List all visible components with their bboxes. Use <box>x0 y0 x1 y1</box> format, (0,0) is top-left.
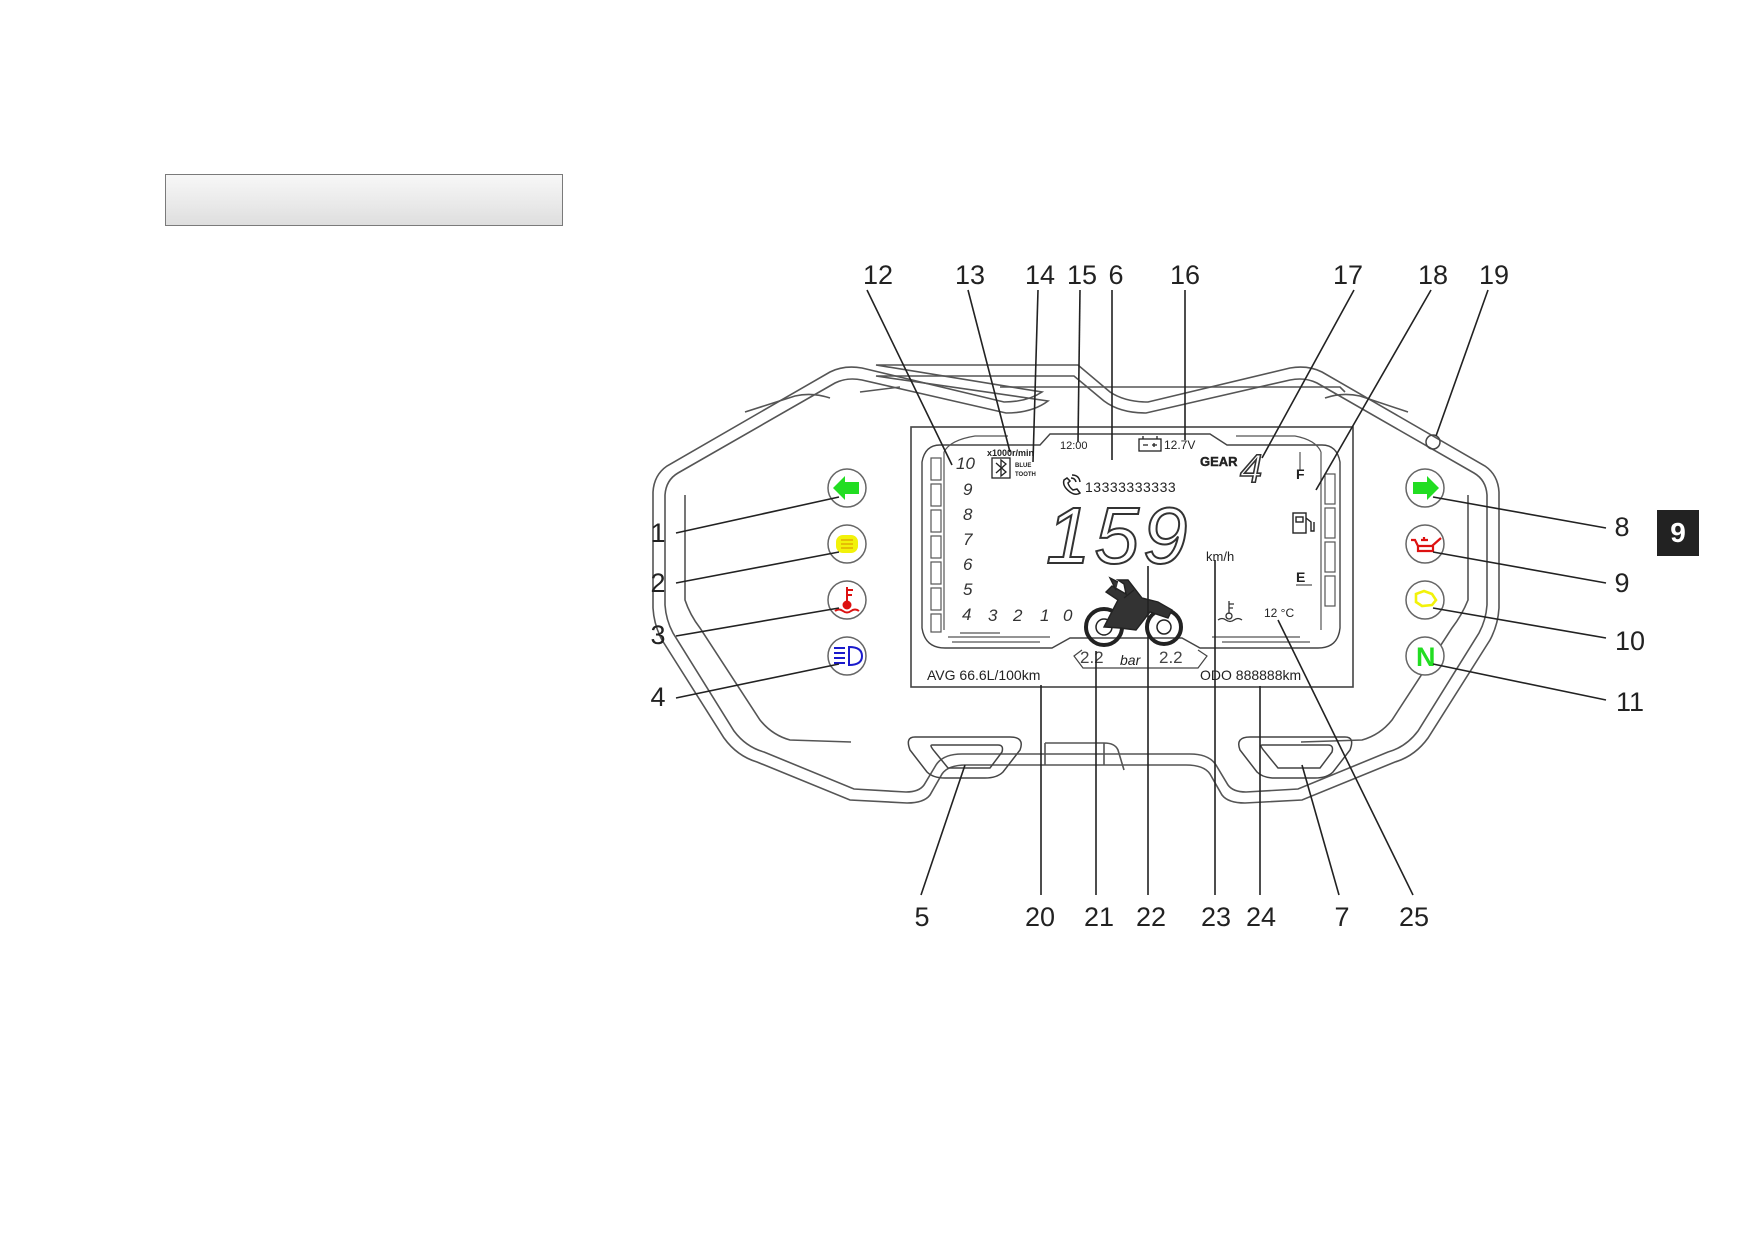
arrow-right-icon <box>1413 476 1439 500</box>
left-turn-indicator <box>827 468 867 508</box>
callout-5: 5 <box>914 902 929 932</box>
right-turn-indicator <box>1405 468 1445 508</box>
bluetooth-label-1: BLUE <box>1015 463 1031 469</box>
rpm-scale-2: 2 <box>1012 606 1023 625</box>
coolant-temp-warning-indicator <box>827 580 867 620</box>
tire-pressure-front: 2.2 <box>1080 648 1104 667</box>
rpm-scale-0: 0 <box>1063 606 1073 625</box>
avg-consumption-readout: AVG 66.6L/100km <box>927 667 1040 683</box>
callout-1: 1 <box>650 518 665 548</box>
yellow-lamp-icon <box>836 535 858 553</box>
high-beam-icon <box>834 645 864 667</box>
callout-numbers: 1 2 3 4 8 9 10 11 12 13 14 15 6 16 17 18… <box>650 260 1645 932</box>
lcd-coolant-temp-icon <box>1217 601 1243 623</box>
bluetooth-label-2: TOOTH <box>1015 472 1036 478</box>
callout-9: 9 <box>1614 568 1629 598</box>
lcd-text: x1000r/min 12:00 12.7V GEAR 4 F E 133333… <box>927 438 1305 683</box>
callout-21: 21 <box>1084 902 1114 932</box>
neutral-indicator: N <box>1405 636 1445 676</box>
rpm-scale-9: 9 <box>963 480 973 499</box>
thermometer-icon <box>834 587 860 614</box>
clock-readout: 12:00 <box>1060 440 1088 452</box>
callout-15: 15 <box>1067 260 1097 290</box>
callout-10: 10 <box>1615 626 1645 656</box>
callout-7: 7 <box>1334 902 1349 932</box>
callout-16: 16 <box>1170 260 1200 290</box>
callout-19: 19 <box>1479 260 1509 290</box>
left-button[interactable] <box>907 736 1022 779</box>
page-section-badge: 9 <box>1657 510 1699 556</box>
bluetooth-icon: BLUE TOOTH <box>991 457 1036 479</box>
tire-pressure-unit: bar <box>1120 652 1142 668</box>
rpm-scale-8: 8 <box>963 505 973 524</box>
callout-17: 17 <box>1333 260 1363 290</box>
rpm-bar-segments <box>930 435 1050 643</box>
rpm-scale-4: 4 <box>962 605 971 624</box>
rpm-scale: 10 9 8 7 6 5 4 3 2 1 0 <box>956 454 1073 625</box>
callout-12: 12 <box>863 260 893 290</box>
oil-pressure-indicator <box>1405 524 1445 564</box>
speed-readout: 159 <box>1046 491 1191 580</box>
section-header-box <box>165 174 563 226</box>
callout-leader-lines <box>675 289 1607 896</box>
fuel-empty-label: E <box>1296 569 1305 585</box>
phone-number-readout: 13333333333 <box>1085 479 1176 495</box>
arrow-left-icon <box>833 476 859 500</box>
motorcycle-icon <box>1084 576 1183 647</box>
gear-value: 4 <box>1240 447 1262 491</box>
battery-voltage-readout: 12.7V <box>1164 438 1195 452</box>
engine-icon <box>1414 589 1438 608</box>
phone-icon <box>1062 474 1082 496</box>
headlight-warning-indicator <box>827 524 867 564</box>
engine-check-indicator <box>1405 580 1445 620</box>
callout-24: 24 <box>1246 902 1276 932</box>
callout-8: 8 <box>1614 512 1629 542</box>
coolant-temp-readout: 12 °C <box>1264 606 1294 620</box>
callout-6: 6 <box>1108 260 1123 290</box>
rpm-scale-10: 10 <box>956 454 975 473</box>
callout-20: 20 <box>1025 902 1055 932</box>
odometer-readout: ODO 888888km <box>1200 667 1301 683</box>
callout-25: 25 <box>1399 902 1429 932</box>
callout-4: 4 <box>650 682 665 712</box>
callout-14: 14 <box>1025 260 1055 290</box>
rpm-scale-5: 5 <box>963 580 973 599</box>
oil-can-icon <box>1411 537 1442 553</box>
callout-3: 3 <box>650 620 665 650</box>
high-beam-indicator <box>827 636 867 676</box>
fuel-pump-icon <box>1292 512 1315 534</box>
tire-pressure-rear: 2.2 <box>1159 648 1183 667</box>
rpm-scale-1: 1 <box>1040 606 1049 625</box>
rpm-scale-6: 6 <box>963 555 973 574</box>
callout-11: 11 <box>1616 687 1644 717</box>
neutral-n-icon: N <box>1416 642 1436 672</box>
ambient-light-sensor <box>1425 434 1441 450</box>
callout-22: 22 <box>1136 902 1166 932</box>
rpm-unit-label: x1000r/min <box>987 448 1034 458</box>
right-button[interactable] <box>1238 736 1353 779</box>
cluster-housing <box>652 364 1500 804</box>
callout-2: 2 <box>650 568 665 598</box>
fuel-full-label: F <box>1296 466 1305 482</box>
lcd-screen <box>910 426 1354 688</box>
battery-icon <box>1138 436 1162 452</box>
speed-unit-label: km/h <box>1206 549 1234 564</box>
callout-18: 18 <box>1418 260 1448 290</box>
callout-13: 13 <box>955 260 985 290</box>
rpm-scale-7: 7 <box>963 530 973 549</box>
callout-23: 23 <box>1201 902 1231 932</box>
gear-label: GEAR <box>1200 454 1238 469</box>
rpm-scale-3: 3 <box>988 606 998 625</box>
